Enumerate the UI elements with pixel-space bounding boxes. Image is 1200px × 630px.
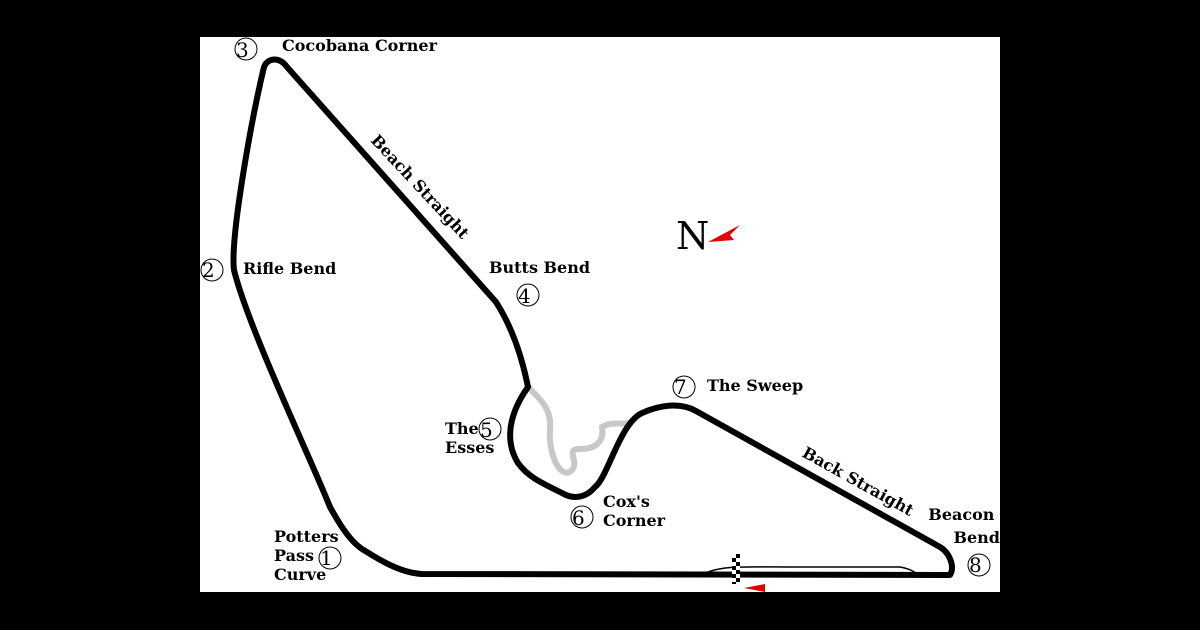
corner-5-circle (478, 417, 502, 441)
old-esses-track (525, 384, 631, 476)
corner-4-number: 4 (518, 284, 531, 308)
main-track (230, 56, 955, 578)
corner-2-name: Rifle Bend (243, 259, 336, 278)
circuit-svg: N 1 2 3 4 5 6 7 8 Potters Pass Curve Rif… (200, 37, 1000, 592)
corner-4-name: Butts Bend (489, 258, 590, 277)
corner-6-number: 6 (572, 506, 585, 530)
start-finish-line (732, 554, 740, 584)
north-label: N (676, 214, 709, 258)
corner-7-circle (672, 375, 696, 399)
corner-3-circle (234, 37, 258, 61)
corner-8-circle (967, 553, 991, 577)
corner-3-name: Cocobana Corner (282, 37, 438, 55)
corner-2-number: 2 (202, 258, 215, 282)
corner-1-name: Potters Pass Curve (274, 527, 344, 584)
direction-arrow (744, 584, 765, 592)
beach-straight-label: Beach Straight (367, 131, 473, 243)
corner-8-name: Beacon Bend (928, 505, 1000, 547)
corner-1-circle (318, 546, 342, 570)
north-arrow-icon (708, 225, 740, 242)
circuit-map: N 1 2 3 4 5 6 7 8 Potters Pass Curve Rif… (200, 37, 1000, 592)
corner-2-circle (200, 258, 224, 282)
corner-6-name: Cox's Corner (603, 492, 666, 530)
corner-4-circle (516, 283, 540, 307)
corner-5-name: The Esses (445, 419, 494, 457)
corner-7-name: The Sweep (707, 376, 803, 395)
corner-5-number: 5 (480, 418, 493, 442)
corner-1-number: 1 (320, 546, 333, 570)
corner-8-number: 8 (969, 553, 982, 577)
corner-6-circle (570, 505, 594, 529)
corner-3-number: 3 (236, 38, 249, 62)
corner-7-number: 7 (674, 375, 687, 399)
